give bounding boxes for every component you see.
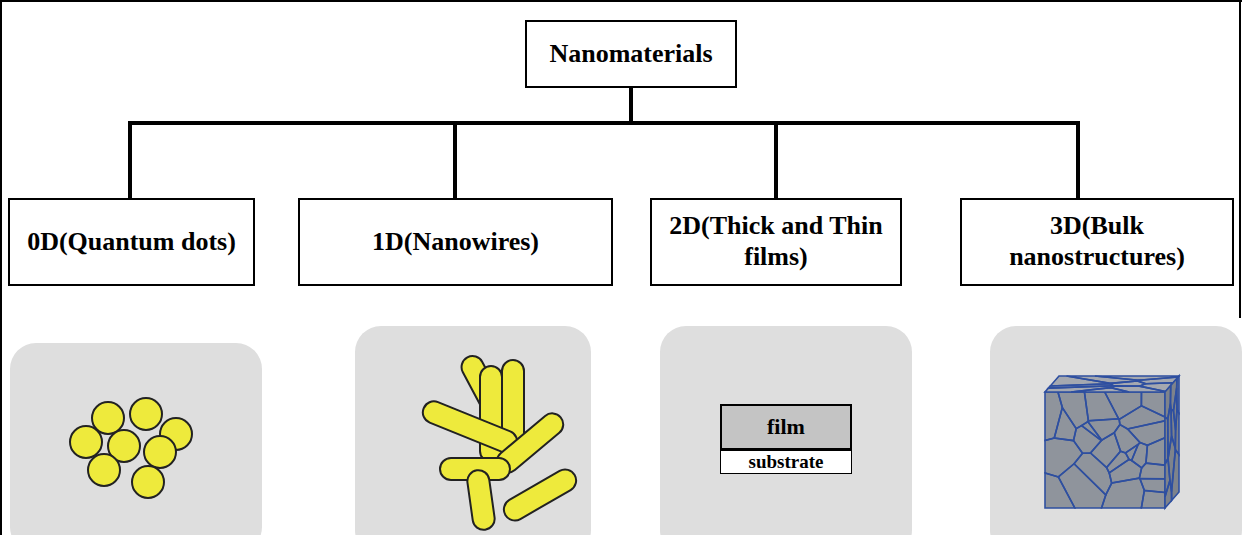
tree-connector [455, 88, 631, 198]
box-text: 3D(Bulk nanostructures) [970, 211, 1224, 272]
box-text: Nanomaterials [549, 39, 712, 70]
box-text: substrate [749, 451, 824, 473]
grain-boundary [1060, 376, 1142, 383]
category-box: 2D(Thick and Thin films) [650, 198, 902, 286]
grain-boundary [1141, 490, 1165, 508]
image-panel [10, 343, 262, 535]
frame-line [0, 0, 2, 535]
category-box: 3D(Bulk nanostructures) [960, 198, 1234, 286]
image-panel [990, 326, 1242, 535]
image-panel [660, 326, 912, 535]
box-text: 1D(Nanowires) [372, 227, 539, 258]
tree-connector [631, 88, 776, 198]
grain-boundary [1170, 378, 1177, 414]
grain-boundary [1128, 421, 1165, 446]
tree-connector [130, 88, 631, 198]
cube-face [1045, 392, 1165, 508]
frame-line [0, 0, 1242, 2]
frame-line [1239, 0, 1241, 318]
nanowires [420, 352, 581, 531]
grain-boundary [1109, 459, 1141, 483]
cube-face [1165, 376, 1179, 508]
grain-boundary [1045, 438, 1083, 477]
root-box: Nanomaterials [525, 20, 737, 88]
cube-face [1045, 376, 1179, 392]
category-box: 0D(Quantum dots) [8, 198, 255, 286]
film-layer: film [720, 404, 852, 450]
grain-boundary [1045, 392, 1062, 440]
grain-boundary [1084, 392, 1118, 421]
grain-boundary [1165, 479, 1172, 508]
tree-connector [631, 88, 1078, 198]
substrate-layer: substrate [720, 450, 852, 474]
grain-boundary [1146, 438, 1165, 465]
box-text: film [767, 414, 805, 440]
grain-boundary [1141, 392, 1165, 417]
grain-boundary [1074, 426, 1102, 454]
image-panel [355, 326, 591, 535]
bulk-nanostructure-cube [1045, 376, 1179, 508]
category-box: 1D(Nanowires) [298, 198, 613, 286]
grain-boundary [1091, 433, 1121, 468]
grain-boundary [1168, 432, 1175, 496]
grain-boundary [1102, 478, 1145, 508]
grain-boundary [1105, 392, 1142, 419]
grain-boundary [1074, 453, 1112, 495]
quantum-dots [70, 398, 192, 498]
box-text: 0D(Quantum dots) [27, 227, 236, 258]
box-text: 2D(Thick and Thin films) [660, 211, 892, 272]
